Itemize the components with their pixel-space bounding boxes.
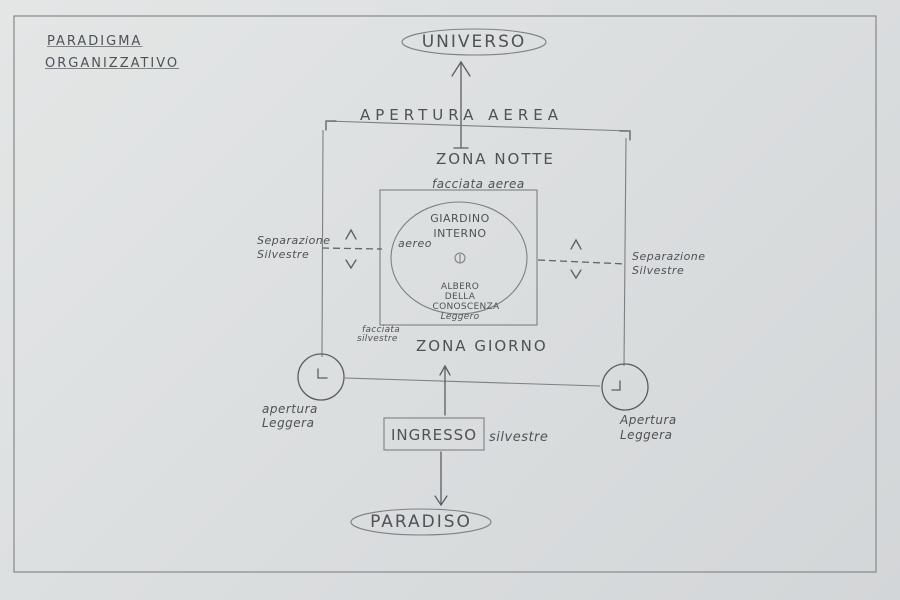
separazione-right-label-1: Separazione bbox=[632, 250, 706, 263]
page-border bbox=[13, 15, 877, 573]
apertura-left-label-2: Leggera bbox=[262, 416, 315, 430]
apertura-right-label-2: Leggera bbox=[620, 428, 673, 442]
albero-label-4: Leggero bbox=[440, 312, 480, 322]
ingresso-box bbox=[383, 417, 485, 451]
zona-notte-label: ZONA NOTTE bbox=[436, 150, 555, 168]
albero-label-1: ALBERO bbox=[440, 282, 480, 292]
outer-rect-corner-tl bbox=[325, 120, 337, 131]
title-line1: PARADIGMA bbox=[47, 34, 143, 49]
facciata-aerea-label: facciata aerea bbox=[432, 177, 525, 191]
outer-rect-bottom bbox=[344, 377, 601, 387]
ingresso-label: INGRESSO bbox=[390, 426, 478, 444]
facciata-silvestre-label-1: facciata bbox=[362, 325, 401, 335]
outer-rect-top bbox=[325, 120, 631, 132]
inner-square bbox=[379, 189, 538, 326]
outer-rect-left bbox=[321, 129, 324, 358]
universo-label: UNIVERSO bbox=[421, 32, 527, 52]
apertura-right-circle bbox=[601, 363, 649, 411]
apertura-left-circle bbox=[297, 353, 345, 401]
separazione-left-label-2: Silvestre bbox=[257, 248, 310, 261]
giardino-label-1: GIARDINO bbox=[430, 212, 490, 225]
paradiso-ellipse bbox=[350, 508, 492, 536]
paradiso-label: PARADISO bbox=[370, 512, 472, 532]
separazione-left-label-1: Separazione bbox=[257, 234, 331, 247]
aereo-label: aereo bbox=[398, 237, 433, 250]
arrow-up-universo-head bbox=[451, 60, 471, 77]
facciata-silvestre-label-2: silvestre bbox=[357, 334, 398, 344]
separazione-left-line bbox=[321, 247, 383, 250]
giardino-ellipse bbox=[390, 201, 528, 315]
outer-rect-corner-tr bbox=[619, 130, 631, 141]
separazione-right-label-2: Silvestre bbox=[632, 264, 685, 277]
universo-ellipse bbox=[401, 28, 547, 56]
albero-label-3: CONOSCENZA bbox=[432, 302, 500, 312]
apertura-left-label-1: apertura bbox=[262, 402, 318, 416]
apertura-aerea-label: APERTURA AEREA bbox=[360, 106, 564, 124]
title-line2: ORGANIZZATIVO bbox=[45, 56, 180, 71]
giardino-label-2: INTERNO bbox=[433, 227, 487, 240]
outer-rect-right bbox=[623, 137, 627, 367]
separazione-right-line bbox=[537, 259, 627, 265]
zona-giorno-label: ZONA GIORNO bbox=[416, 337, 548, 355]
albero-label-2: DELLA bbox=[444, 292, 476, 302]
apertura-right-label-1: Apertura bbox=[620, 413, 677, 427]
silvestre-label: silvestre bbox=[489, 430, 549, 445]
